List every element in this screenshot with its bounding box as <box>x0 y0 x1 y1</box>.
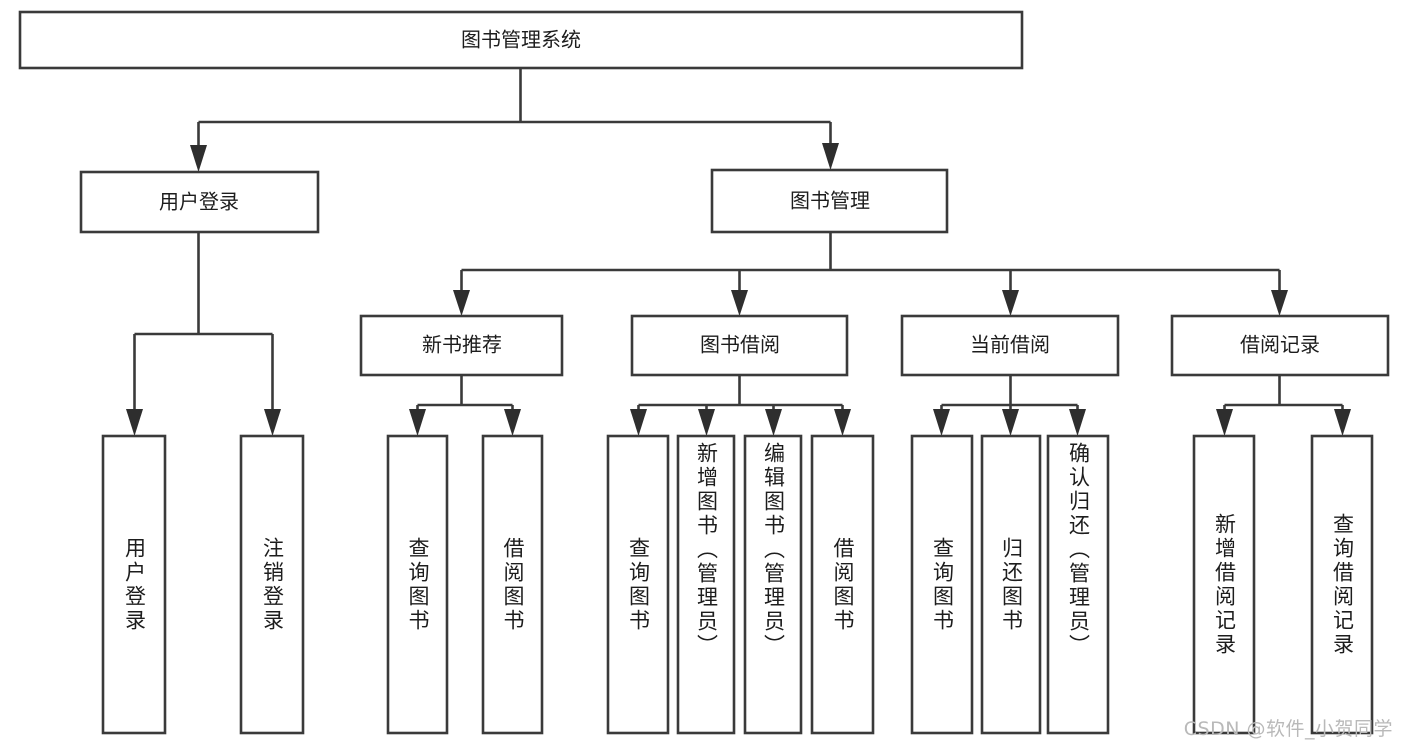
node-box-leaf-bb-edit-book[interactable] <box>743 434 803 735</box>
node-box-root[interactable] <box>18 10 1024 70</box>
node-box-user-login[interactable] <box>79 170 320 234</box>
node-box-current-borrow[interactable] <box>900 314 1120 377</box>
arrow-head-bb-add-book <box>698 409 715 436</box>
arrow-head-borrow-record <box>1271 290 1288 316</box>
node-box-leaf-logout[interactable] <box>239 434 305 735</box>
arrow-head-br-query-record <box>1334 409 1351 436</box>
arrow-head-bb-query-book <box>630 409 647 436</box>
arrow-head-br-add-record <box>1216 409 1233 436</box>
node-box-leaf-br-add-record[interactable] <box>1192 434 1256 735</box>
node-layer: 图书管理系统 用户登录 图书管理 新书推荐 图书借阅 当前借阅 借阅记录 <box>18 10 1390 735</box>
node-box-leaf-cb-return-book[interactable] <box>980 434 1042 735</box>
arrow-head-nbr-query-book <box>409 409 426 436</box>
arrow-head-nbr-borrow-book <box>504 409 521 436</box>
arrow-head-leaf-logout <box>264 409 281 436</box>
node-box-leaf-br-query-record[interactable] <box>1310 434 1374 735</box>
arrow-head-new-book-rec <box>453 290 470 316</box>
node-label-book-management: 图书管理 <box>790 189 870 213</box>
node-box-book-management[interactable] <box>710 168 949 234</box>
node-box-leaf-cb-query-book[interactable] <box>910 434 974 735</box>
node-box-leaf-nbr-borrow-book[interactable] <box>481 434 544 735</box>
node-box-leaf-cb-confirm-return[interactable] <box>1046 434 1110 735</box>
node-label-user-login: 用户登录 <box>159 190 239 214</box>
arrow-head-cb-return-book <box>1002 409 1019 436</box>
node-box-book-borrow[interactable] <box>630 314 849 377</box>
arrow-head-user-login <box>190 145 207 172</box>
node-box-borrow-record[interactable] <box>1170 314 1390 377</box>
arrow-head-leaf-user-login <box>126 409 143 436</box>
node-label-new-book-recommend: 新书推荐 <box>422 333 502 357</box>
node-box-leaf-bb-borrow-book[interactable] <box>810 434 875 735</box>
arrow-head-cb-query-book <box>933 409 950 436</box>
csdn-watermark: CSDN @软件_小贺同学 <box>1183 718 1393 740</box>
node-box-leaf-user-login[interactable] <box>101 434 167 735</box>
node-box-new-book-recommend[interactable] <box>359 314 564 377</box>
arrow-head-bb-borrow-book <box>834 409 851 436</box>
arrow-head-cb-confirm-return <box>1069 409 1086 436</box>
arrow-head-bb-edit-book <box>765 409 782 436</box>
arrow-head-book-mgmt <box>822 143 839 170</box>
arrow-head-book-borrow <box>731 290 748 316</box>
connector-layer <box>126 68 1351 436</box>
node-label-root: 图书管理系统 <box>461 28 581 52</box>
arrow-head-current-borrow <box>1002 290 1019 316</box>
node-box-leaf-bb-add-book[interactable] <box>676 434 736 735</box>
node-label-current-borrow: 当前借阅 <box>970 333 1050 357</box>
node-label-book-borrow: 图书借阅 <box>700 333 780 357</box>
node-box-leaf-bb-query-book[interactable] <box>606 434 670 735</box>
node-label-borrow-record: 借阅记录 <box>1240 333 1320 357</box>
node-box-leaf-nbr-query-book[interactable] <box>386 434 449 735</box>
